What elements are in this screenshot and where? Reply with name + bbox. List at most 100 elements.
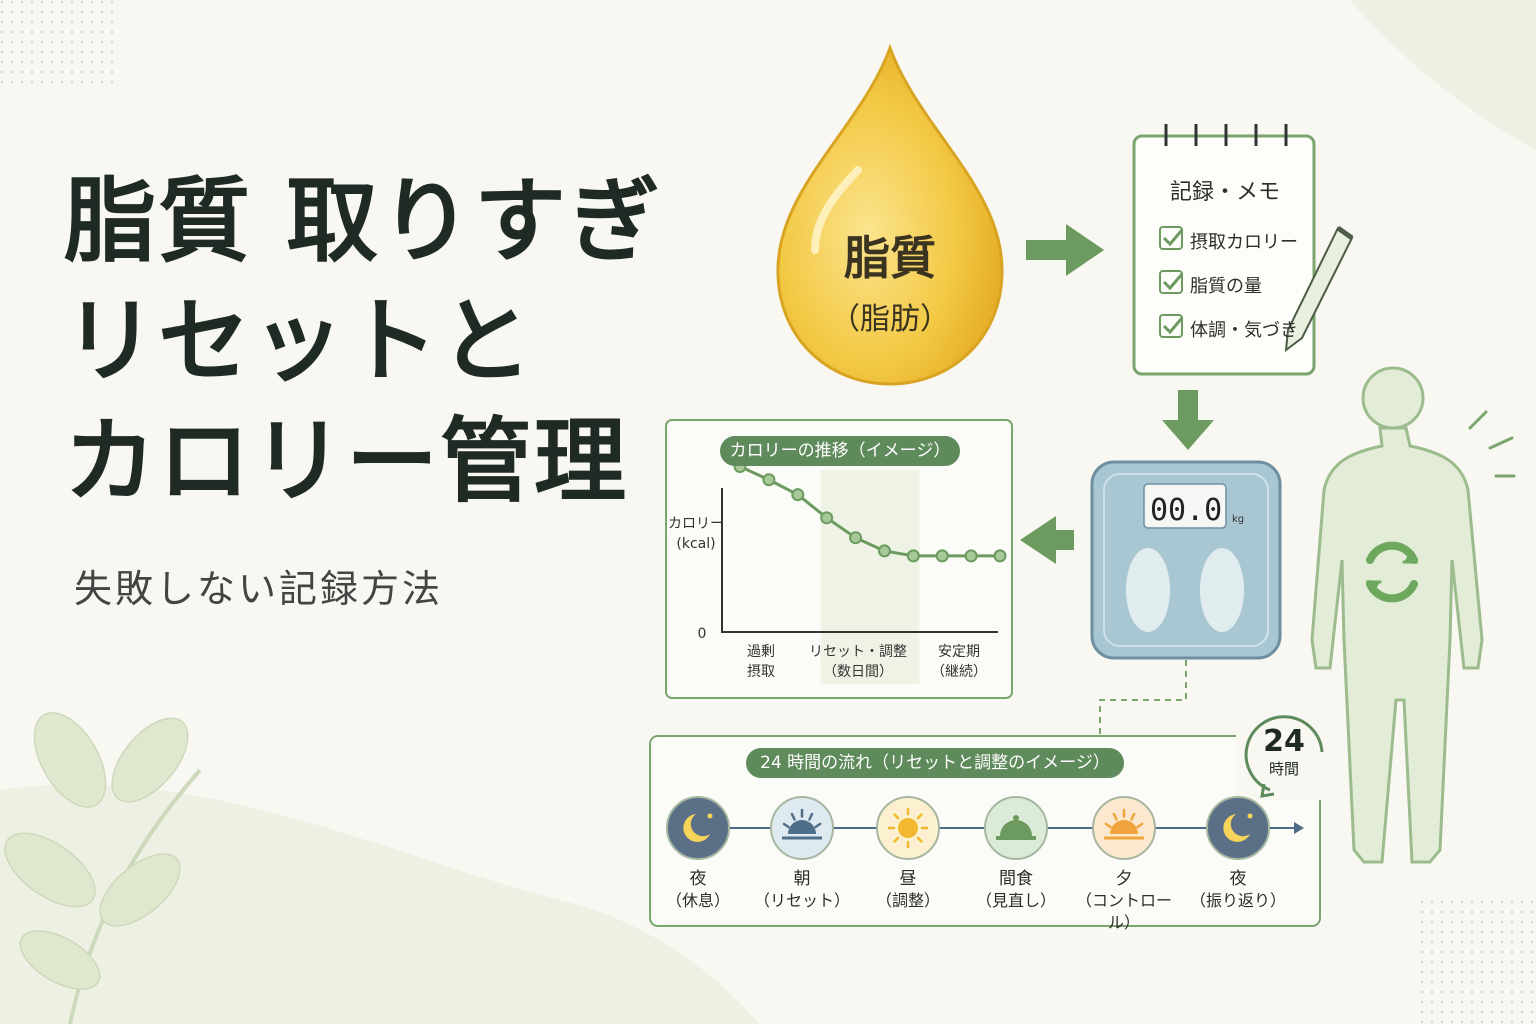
timeline-step-sub: （休息） [665, 891, 730, 910]
chart-point [877, 544, 891, 558]
timeline-step-name: 昼 [899, 869, 917, 889]
sun-shape [898, 818, 918, 838]
sunset-icon [1092, 796, 1156, 860]
cycle-badge-unit: 時間 [1268, 760, 1299, 778]
notebook-title: 記録・メモ [1169, 180, 1280, 205]
scale-unit: kg [1232, 514, 1245, 525]
ray-shape [790, 812, 796, 821]
phase-line1: 安定期 [938, 644, 980, 660]
sun-icon [876, 796, 940, 860]
chart-point [791, 488, 805, 502]
oil-drop-icon [776, 43, 1004, 386]
cycle-badge-number: 24 [1263, 724, 1305, 759]
pencil-icon [1284, 225, 1354, 353]
checklist-item: 摂取カロリー [1190, 232, 1298, 253]
ray-shape [808, 812, 814, 821]
ray-shape [916, 836, 923, 843]
timeline-step-name: 夕 [1115, 869, 1133, 889]
star-shape [1247, 813, 1253, 819]
scale-icon [1090, 460, 1282, 660]
timeline-step-label: 朝 （リセット） [742, 868, 862, 912]
subtitle: 失敗しない記録方法 [74, 567, 444, 611]
drop-label: 脂質 （脂肪） [790, 222, 990, 338]
phase-line1: 過剰 [747, 644, 775, 660]
chart-point [849, 531, 863, 545]
chart-point [993, 549, 1007, 563]
cycle-badge-icon [1244, 715, 1324, 798]
chart-ylabel: カロリー (kcal) [668, 516, 724, 552]
emphasis-lines [1468, 410, 1516, 478]
bg-corner [1350, 0, 1536, 150]
chart-phase-label: リセット・調整 （数日間） [806, 642, 910, 682]
ray-shape [916, 813, 923, 820]
timeline-step-sub: （見直し） [975, 891, 1056, 910]
timeline-step-label: 間食 （見直し） [956, 868, 1076, 912]
timeline-arrowhead [1294, 822, 1304, 834]
cloche-dome-shape [1000, 820, 1032, 836]
dot-pattern-topleft [0, 0, 120, 90]
timeline-icon-circle [666, 796, 730, 860]
ray-shape [782, 822, 790, 829]
ray-shape [814, 822, 822, 829]
reset-period-highlight [820, 470, 920, 684]
checklist-item: 体調・気づき [1190, 320, 1298, 341]
chart-axes [721, 488, 998, 633]
timeline-step-name: 間食 [999, 869, 1033, 889]
cloche-plate-shape [996, 836, 1036, 840]
body-silhouette-icon [1310, 366, 1484, 864]
drop-main-label: 脂質 [844, 231, 936, 285]
drop-sub-label: （脂肪） [830, 302, 950, 337]
chart-phase-label: 過剰 摂取 [724, 642, 798, 682]
moon-shape [683, 814, 710, 842]
phase-line2: （数日間） [823, 664, 893, 680]
chart-phase-label: 安定期 （継続） [920, 642, 998, 682]
chart-point [762, 473, 776, 487]
dot-pattern-bottomright [1420, 900, 1536, 1024]
ray-shape [893, 813, 900, 820]
timeline-step-label: 夕（コントロール） [1064, 868, 1184, 934]
ray-shape [1112, 812, 1118, 821]
sun-half-shape [1110, 820, 1138, 834]
arrow-down-icon [1162, 390, 1214, 450]
moon-icon [666, 796, 730, 860]
timeline-step-name: 夜 [689, 869, 707, 889]
phase-line2: （継続） [931, 664, 987, 680]
scale-reading: 00.0 [1150, 493, 1223, 528]
checklist-item: 脂質の量 [1190, 276, 1262, 297]
ray-shape [893, 836, 900, 843]
bg-wave [0, 784, 760, 1024]
ray-shape [1130, 812, 1136, 821]
timeline-step-label: 昼（調整） [848, 868, 968, 912]
dashed-connector [1099, 660, 1187, 736]
cloche-icon [984, 796, 1048, 860]
timeline-step-name: 夜 [1229, 869, 1247, 889]
star-shape [707, 813, 713, 819]
chart-y-zero: 0 [697, 626, 707, 642]
chart-point [935, 549, 949, 563]
sun-half-shape [788, 820, 816, 834]
timeline-step-sub: （コントロール） [1075, 891, 1172, 932]
chart-series-line [739, 465, 1000, 558]
timeline-title: 24 時間の流れ（リセットと調整のイメージ） [746, 748, 1124, 778]
timeline-step-sub: （振り返り） [1189, 891, 1286, 910]
ray-shape [1104, 822, 1112, 829]
phase-line2: 摂取 [747, 664, 775, 680]
moon-shape [1223, 814, 1250, 842]
cloche-knob-shape [1013, 815, 1019, 821]
notebook-icon [1132, 124, 1316, 376]
phase-line1: リセット・調整 [809, 644, 907, 660]
arrow-left-icon [1020, 516, 1074, 564]
title-line-2: リセットと [64, 288, 535, 395]
timeline-step-name: 朝 [793, 869, 811, 889]
chart-title: カロリーの推移（イメージ） [720, 436, 960, 466]
timeline-step-label: 夜 （休息） [638, 868, 758, 912]
arrow-right-icon [1026, 224, 1104, 276]
chart-point [964, 549, 978, 563]
chart-point [906, 549, 920, 563]
timeline-step-sub: （リセット） [753, 891, 850, 910]
recycle-icon [1365, 541, 1419, 603]
ray-shape [1136, 822, 1144, 829]
chart-point [820, 511, 834, 525]
timeline-icon-circle [1206, 796, 1270, 860]
